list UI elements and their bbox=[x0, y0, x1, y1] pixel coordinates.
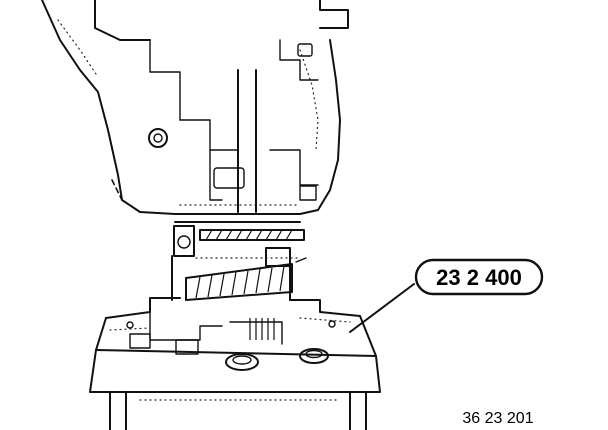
fixture-bore-left bbox=[225, 353, 259, 371]
callout-leader-line bbox=[349, 283, 415, 333]
figure-number: 36 23 201 bbox=[462, 410, 533, 427]
callout-box bbox=[414, 258, 544, 296]
fixture-bore-right bbox=[299, 348, 329, 364]
tool-callout: 23 2 400 bbox=[349, 258, 544, 333]
callout-label: 23 2 400 bbox=[436, 265, 522, 290]
special-tool-fixture bbox=[89, 297, 381, 430]
transmission-housing bbox=[41, 0, 349, 215]
housing-bolt-left bbox=[148, 128, 168, 148]
gear-shaft-assembly bbox=[171, 213, 307, 301]
